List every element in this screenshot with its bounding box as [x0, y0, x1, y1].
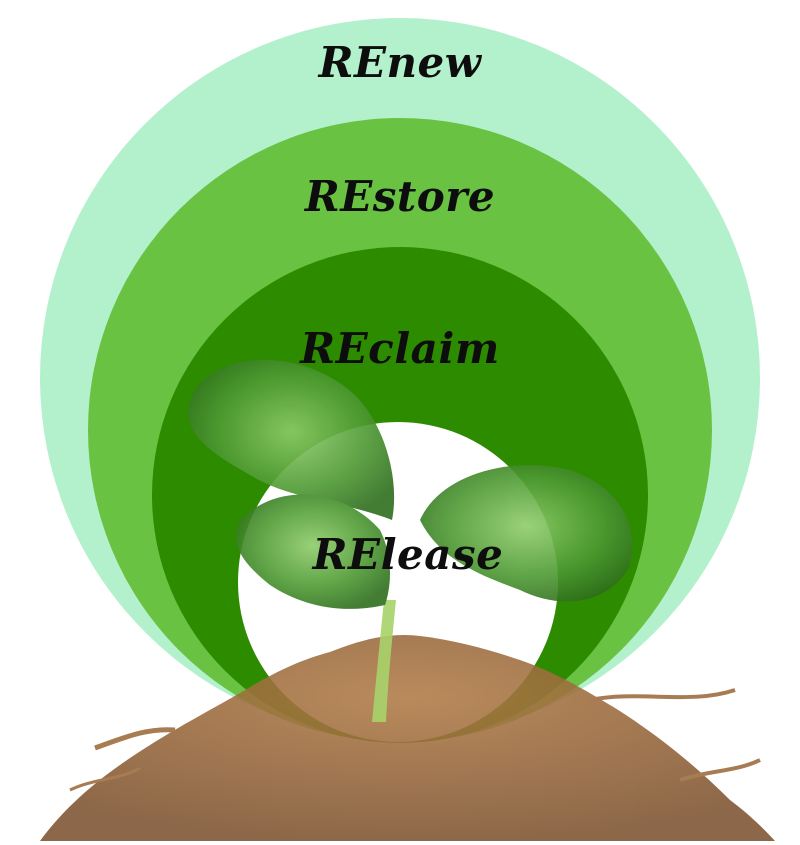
renew-label: REnew [318, 38, 482, 87]
soil-mound [40, 634, 775, 841]
root-strand [679, 758, 761, 782]
leaf-left-top [188, 359, 395, 520]
release-label: RElease [312, 530, 504, 579]
root-strand [94, 727, 176, 751]
reclaim-label: REclaim [300, 324, 500, 373]
soil-illustration [40, 634, 775, 841]
leaf-left-low [236, 494, 390, 609]
root-strand [69, 766, 141, 792]
restore-label: REstore [304, 172, 496, 221]
leaf-right [420, 465, 633, 602]
root-strand [589, 688, 736, 702]
seedling-illustration [188, 359, 633, 722]
seedling-stem [372, 600, 396, 722]
